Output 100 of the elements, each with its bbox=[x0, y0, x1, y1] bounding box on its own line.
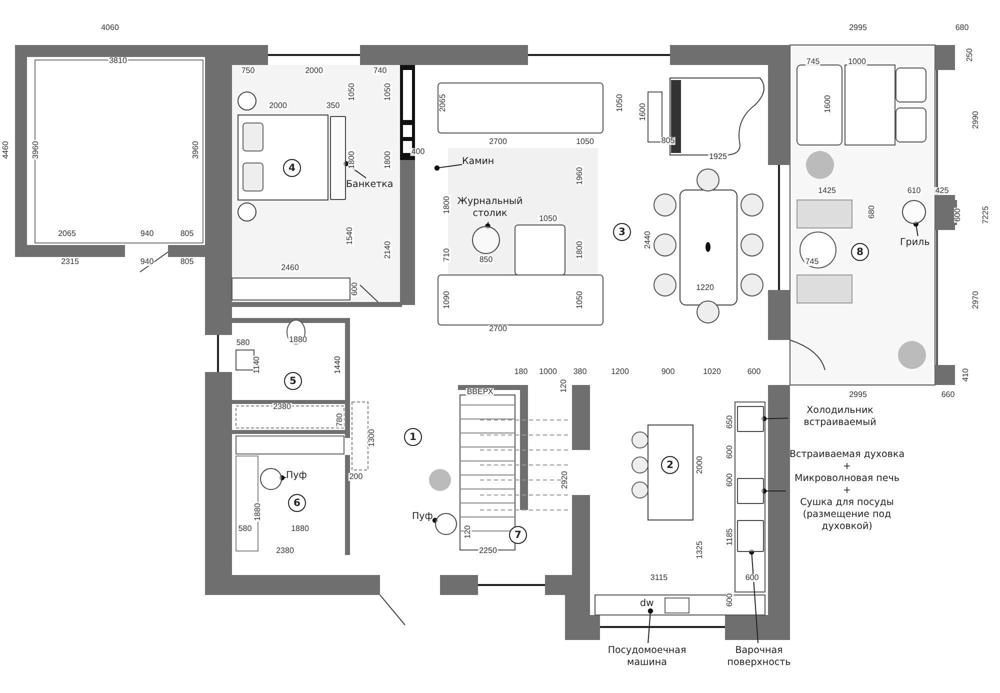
dimension-label: 2995 bbox=[848, 24, 868, 32]
round-furniture bbox=[260, 468, 282, 490]
dimension-label: 1800 bbox=[576, 240, 584, 260]
dimension-label: 805 bbox=[660, 137, 676, 145]
dimension-label: 2700 bbox=[488, 138, 508, 146]
dimension-label: 600 bbox=[726, 592, 734, 608]
dimension-label: 3810 bbox=[108, 57, 128, 65]
dimension-label: 2000 bbox=[268, 102, 288, 110]
dimension-label: 1050 bbox=[576, 290, 584, 310]
dimension-label: 1185 bbox=[726, 527, 734, 547]
dimension-label: 940 bbox=[139, 230, 155, 238]
room-number: 7 bbox=[509, 526, 527, 544]
dimension-label: 380 bbox=[572, 368, 588, 376]
dimension-label: 2990 bbox=[972, 110, 980, 130]
leader-line bbox=[432, 518, 438, 523]
callout-text: Пуф bbox=[286, 470, 307, 482]
dimension-label: 1960 bbox=[576, 166, 584, 186]
room-number: 3 bbox=[613, 223, 631, 241]
dimension-label: 900 bbox=[660, 368, 676, 376]
dimension-label: 2460 bbox=[280, 264, 300, 272]
dimension-label: 2380 bbox=[272, 403, 292, 411]
leader-line bbox=[761, 416, 788, 422]
dimension-label: 4460 bbox=[2, 140, 10, 160]
dimension-label: 1440 bbox=[334, 355, 342, 375]
dimension-label: 1050 bbox=[538, 215, 558, 223]
appliance-cell bbox=[737, 478, 764, 504]
dimension-label: 1050 bbox=[348, 82, 356, 102]
dimension-label: 4060 bbox=[100, 24, 120, 32]
leader-line bbox=[434, 164, 462, 171]
dimension-label: 1880 bbox=[288, 336, 308, 344]
dimension-label: 3960 bbox=[32, 140, 40, 160]
dimension-label: 350 bbox=[325, 102, 341, 110]
dimension-label: 1200 bbox=[610, 368, 630, 376]
dimension-label: 2440 bbox=[644, 230, 652, 250]
appliance-cell bbox=[737, 406, 764, 432]
dimension-label: 600 bbox=[726, 444, 734, 460]
dimension-label: 2250 bbox=[478, 547, 498, 555]
dimension-label: 1425 bbox=[817, 187, 837, 195]
dimension-label: 600 bbox=[351, 281, 359, 297]
leader-line bbox=[343, 161, 367, 178]
leader-line bbox=[279, 475, 286, 480]
dimension-label: 1800 bbox=[384, 150, 392, 170]
dimension-label: 680 bbox=[954, 24, 970, 32]
leader-line bbox=[648, 608, 654, 644]
leader-line bbox=[749, 549, 759, 644]
dimension-label: 850 bbox=[478, 256, 494, 264]
callout-text: + bbox=[843, 485, 851, 497]
round-furniture bbox=[902, 200, 926, 224]
dimension-label: 1000 bbox=[538, 368, 558, 376]
dimension-label: 1325 bbox=[696, 540, 704, 560]
leader-line bbox=[485, 222, 490, 229]
dimension-label: 400 bbox=[410, 148, 426, 156]
callout-text: Микроволновая печь bbox=[794, 473, 900, 486]
dimension-label: 1140 bbox=[253, 355, 261, 375]
dimension-label: 1050 bbox=[575, 138, 595, 146]
dimension-label: 1880 bbox=[290, 525, 310, 533]
callout-text: + bbox=[843, 461, 851, 474]
leader-line bbox=[761, 488, 786, 494]
dimension-label: 3960 bbox=[192, 140, 200, 160]
dimension-label: 250 bbox=[966, 47, 974, 63]
round-furniture bbox=[472, 226, 500, 254]
room-number: 1 bbox=[404, 428, 422, 446]
callout-text: Посудомоечная машина bbox=[606, 645, 688, 669]
appliance-cell bbox=[737, 520, 764, 552]
dimension-label: 600 bbox=[744, 574, 760, 582]
callout-text: Банкетка bbox=[346, 179, 394, 191]
dimension-label: 2380 bbox=[275, 547, 295, 555]
dimension-label: 1880 bbox=[254, 502, 262, 522]
dimension-label: 1600 bbox=[639, 102, 647, 122]
callout-text: Пуф bbox=[412, 511, 433, 523]
dimension-label: 1220 bbox=[695, 284, 715, 292]
dimension-label: 660 bbox=[940, 391, 956, 399]
dimension-label: 600 bbox=[954, 207, 962, 223]
dimension-label: 750 bbox=[240, 67, 256, 75]
callout-text: Варочная поверхность bbox=[726, 645, 792, 669]
dimension-label: 7225 bbox=[982, 205, 990, 225]
dimension-label: 805 bbox=[179, 258, 195, 266]
dimension-label: 745 bbox=[804, 258, 820, 266]
dimension-label: 600 bbox=[726, 472, 734, 488]
dimension-label: 740 bbox=[372, 67, 388, 75]
dimension-label: 680 bbox=[868, 204, 876, 220]
dimension-label: 1050 bbox=[616, 93, 624, 113]
dimension-label: 1800 bbox=[443, 195, 451, 215]
callout-text: Холодильник встраиваемый bbox=[802, 405, 878, 429]
dimension-label: 1800 bbox=[348, 150, 356, 170]
dimension-label: 2920 bbox=[561, 470, 569, 490]
dimension-label: 2970 bbox=[972, 290, 980, 310]
dimension-label: 940 bbox=[139, 258, 155, 266]
dimension-label: 1090 bbox=[443, 290, 451, 310]
dimension-label: 120 bbox=[464, 524, 472, 540]
callout-text: dw bbox=[640, 598, 654, 610]
leader-line bbox=[913, 221, 919, 236]
round-furniture bbox=[435, 513, 457, 535]
dimension-label: 1000 bbox=[847, 58, 867, 66]
dimension-label: 1050 bbox=[384, 82, 392, 102]
dimension-label: 745 bbox=[805, 58, 821, 66]
dimension-label: 805 bbox=[179, 230, 195, 238]
dimension-label: 610 bbox=[906, 187, 922, 195]
dimension-label: 580 bbox=[237, 525, 253, 533]
dimension-label: 1925 bbox=[708, 153, 728, 161]
